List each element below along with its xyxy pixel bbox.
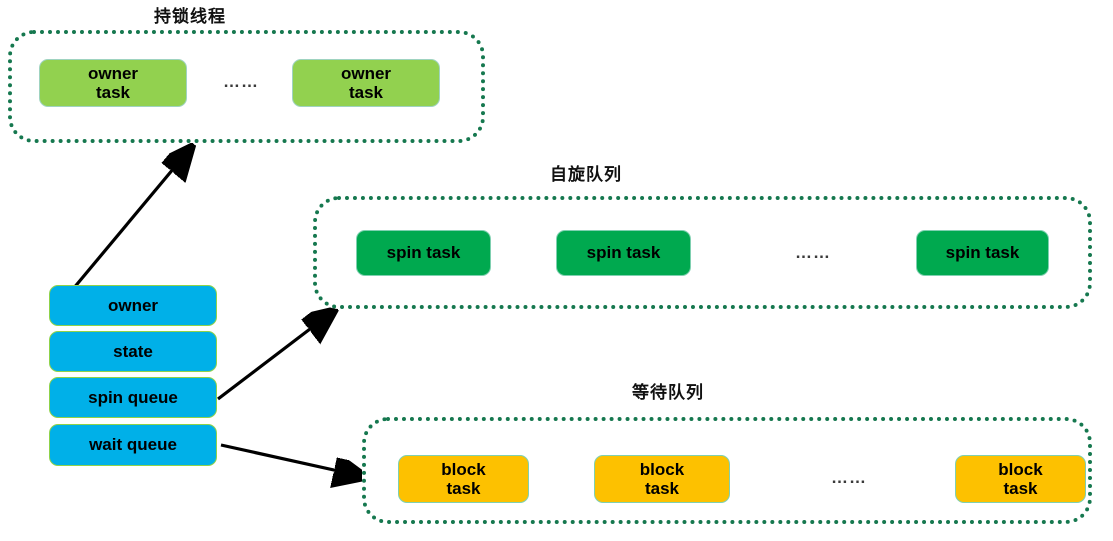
group-title-spin-queue: 自旋队列 — [550, 165, 622, 184]
lock-field-spin-queue[interactable]: spin queue — [49, 377, 217, 418]
owner-task-node-2[interactable]: owner task — [292, 59, 440, 107]
wait-group-ellipsis: …… — [831, 468, 867, 487]
block-task-node-1[interactable]: block task — [398, 455, 529, 503]
connector-waitqueue-to-wait-group — [220, 443, 361, 476]
lock-field-state[interactable]: state — [49, 331, 217, 372]
spin-group-ellipsis: …… — [795, 243, 831, 262]
block-task-node-3[interactable]: block task — [955, 455, 1086, 503]
spin-task-node-2[interactable]: spin task — [556, 230, 691, 276]
spin-task-node-3[interactable]: spin task — [916, 230, 1049, 276]
block-task-node-2[interactable]: block task — [594, 455, 730, 503]
group-title-owner-threads: 持锁线程 — [154, 7, 226, 26]
owner-task-node-1[interactable]: owner task — [39, 59, 187, 107]
group-title-wait-queue: 等待队列 — [632, 383, 704, 402]
spin-task-node-1[interactable]: spin task — [356, 230, 491, 276]
connector-spinqueue-to-spin-group — [217, 313, 331, 401]
lock-field-wait-queue[interactable]: wait queue — [49, 424, 217, 466]
lock-field-owner[interactable]: owner — [49, 285, 217, 326]
connector-owner-to-owner-threads — [71, 150, 189, 291]
owner-group-ellipsis: …… — [223, 72, 259, 91]
